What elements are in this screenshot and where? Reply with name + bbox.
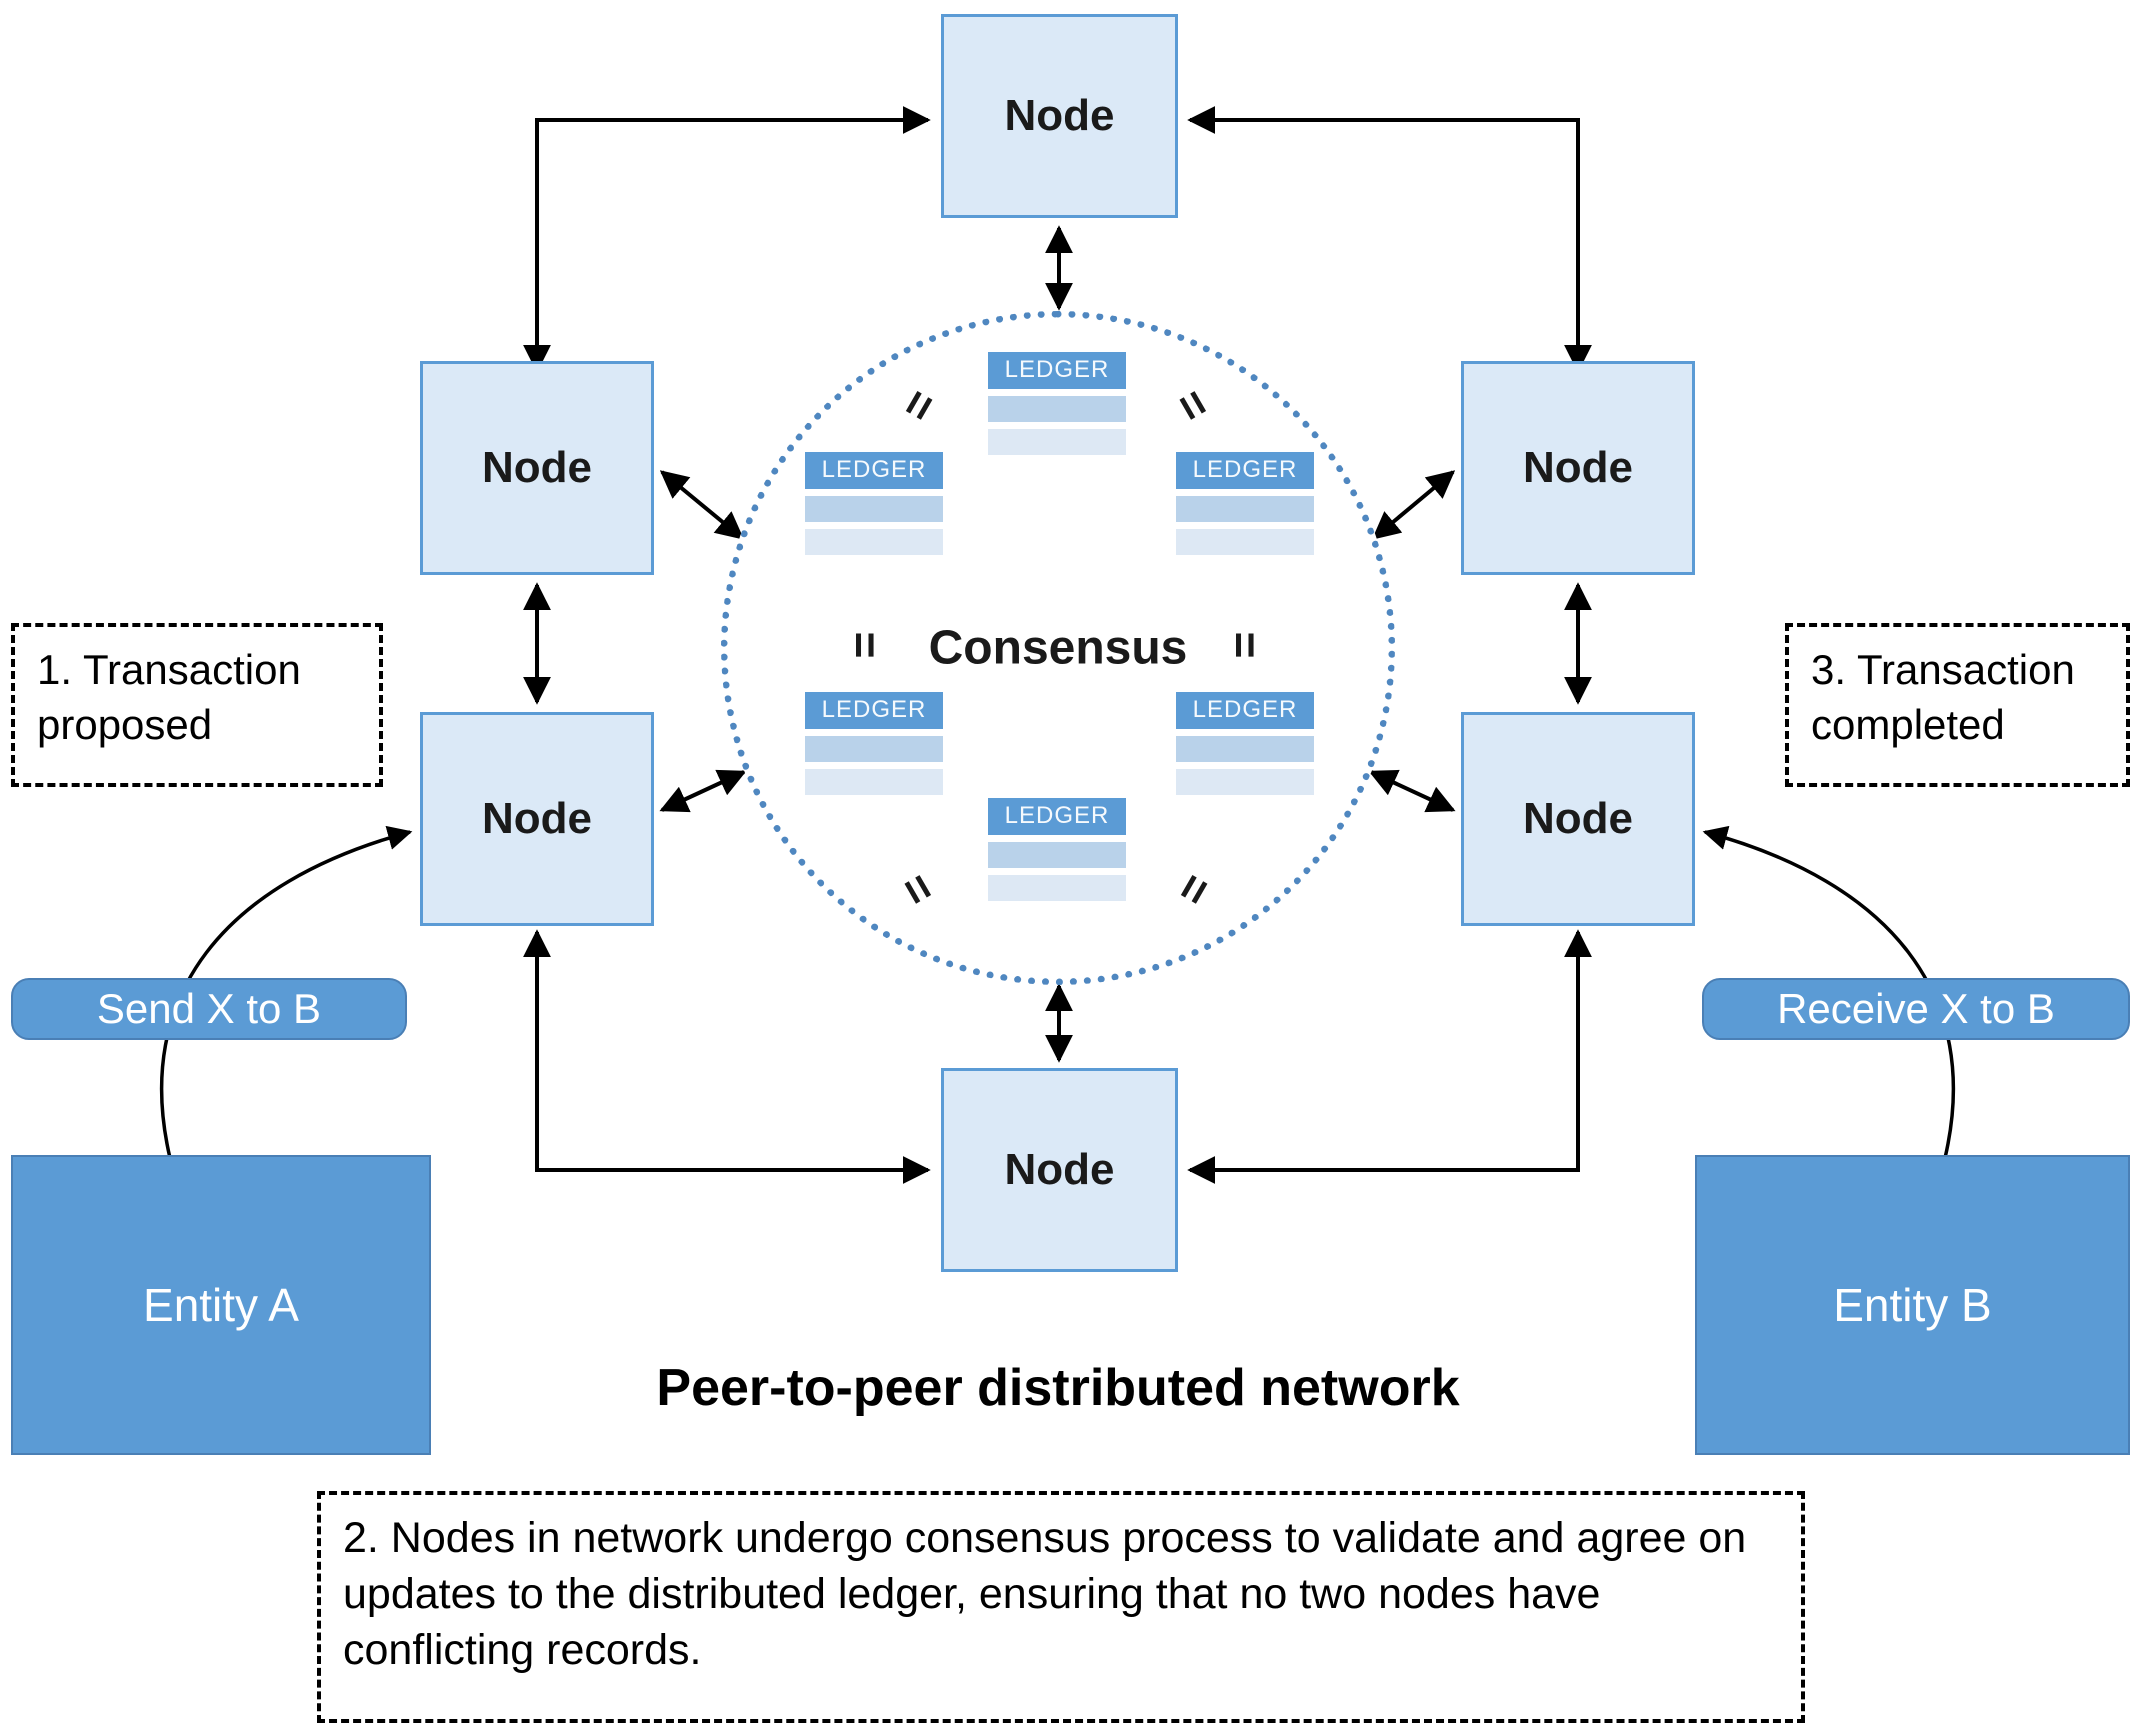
node-label: Node xyxy=(482,443,592,492)
entity-b-box: Entity B xyxy=(1695,1155,2130,1455)
ledger-table-lower-right: LEDGER xyxy=(1176,692,1314,795)
arrow-lowerright-to-bottomnode xyxy=(1187,929,1592,1184)
ledger-row xyxy=(1176,496,1314,522)
diagram-title: Peer-to-peer distributed network xyxy=(656,1359,1460,1417)
node-lower-right: Node xyxy=(1461,712,1695,926)
entity-b-label: Entity B xyxy=(1833,1279,1992,1331)
entity-a-label: Entity A xyxy=(143,1279,299,1331)
step3-text: 3. Transaction completed xyxy=(1811,646,2075,748)
arrow-lowerleftnode-circle xyxy=(659,769,747,813)
arrow-lowerleft-to-bottomnode xyxy=(523,929,931,1184)
consensus-circle xyxy=(721,311,1395,985)
ledger-row xyxy=(1176,529,1314,555)
ledger-header: LEDGER xyxy=(805,692,943,729)
ledger-row xyxy=(988,429,1126,455)
ledger-header: LEDGER xyxy=(988,352,1126,389)
ledger-row xyxy=(805,529,943,555)
ledger-table-upper-left: LEDGER xyxy=(805,452,943,555)
send-action-label: Send X to B xyxy=(11,978,407,1040)
step1-text: 1. Transaction proposed xyxy=(37,646,301,748)
node-upper-left: Node xyxy=(420,361,654,575)
arrow-lowerrightnode-circle xyxy=(1368,769,1456,813)
node-label: Node xyxy=(1523,794,1633,843)
arrow-entity-a-to-node xyxy=(159,825,413,1159)
node-label: Node xyxy=(482,794,592,843)
ledger-row xyxy=(988,842,1126,868)
entity-a-box: Entity A xyxy=(11,1155,431,1455)
node-label: Node xyxy=(1523,443,1633,492)
ledger-table-lower-left: LEDGER xyxy=(805,692,943,795)
node-bottom: Node xyxy=(941,1068,1178,1272)
ledger-header: LEDGER xyxy=(1176,452,1314,489)
step2-text: 2. Nodes in network undergo consensus pr… xyxy=(343,1514,1747,1674)
ledger-row xyxy=(1176,769,1314,795)
node-lower-left: Node xyxy=(420,712,654,926)
arrow-upperleftnode-circle xyxy=(659,470,745,540)
step1-annotation: 1. Transaction proposed xyxy=(11,623,383,787)
node-label: Node xyxy=(1004,1145,1115,1194)
node-upper-right: Node xyxy=(1461,361,1695,575)
arrow-entity-b-to-node xyxy=(1702,825,1956,1159)
ledger-row xyxy=(805,769,943,795)
ledger-header: LEDGER xyxy=(805,452,943,489)
receive-action-label: Receive X to B xyxy=(1702,978,2130,1040)
ledger-header: LEDGER xyxy=(1176,692,1314,729)
ledger-row xyxy=(805,736,943,762)
send-action-text: Send X to B xyxy=(96,985,322,1032)
receive-action-text: Receive X to B xyxy=(1777,985,2055,1032)
ledger-table-top: LEDGER xyxy=(988,352,1126,455)
ledger-row xyxy=(988,875,1126,901)
node-top: Node xyxy=(941,14,1178,218)
arrow-upperleft-to-topnode xyxy=(523,106,931,373)
ledger-row xyxy=(988,396,1126,422)
step3-annotation: 3. Transaction completed xyxy=(1785,623,2130,787)
ledger-header: LEDGER xyxy=(988,798,1126,835)
arrow-upperright-to-topnode xyxy=(1187,106,1592,373)
ledger-row xyxy=(1176,736,1314,762)
ledger-table-upper-right: LEDGER xyxy=(1176,452,1314,555)
consensus-label: Consensus xyxy=(928,621,1188,675)
ledger-table-bottom: LEDGER xyxy=(988,798,1126,901)
arrow-upperrightnode-circle xyxy=(1371,470,1456,540)
equals-mark: = xyxy=(1219,631,1272,659)
step2-annotation: 2. Nodes in network undergo consensus pr… xyxy=(317,1491,1805,1723)
equals-mark: = xyxy=(839,631,892,659)
ledger-row xyxy=(805,496,943,522)
node-label: Node xyxy=(1004,91,1115,140)
